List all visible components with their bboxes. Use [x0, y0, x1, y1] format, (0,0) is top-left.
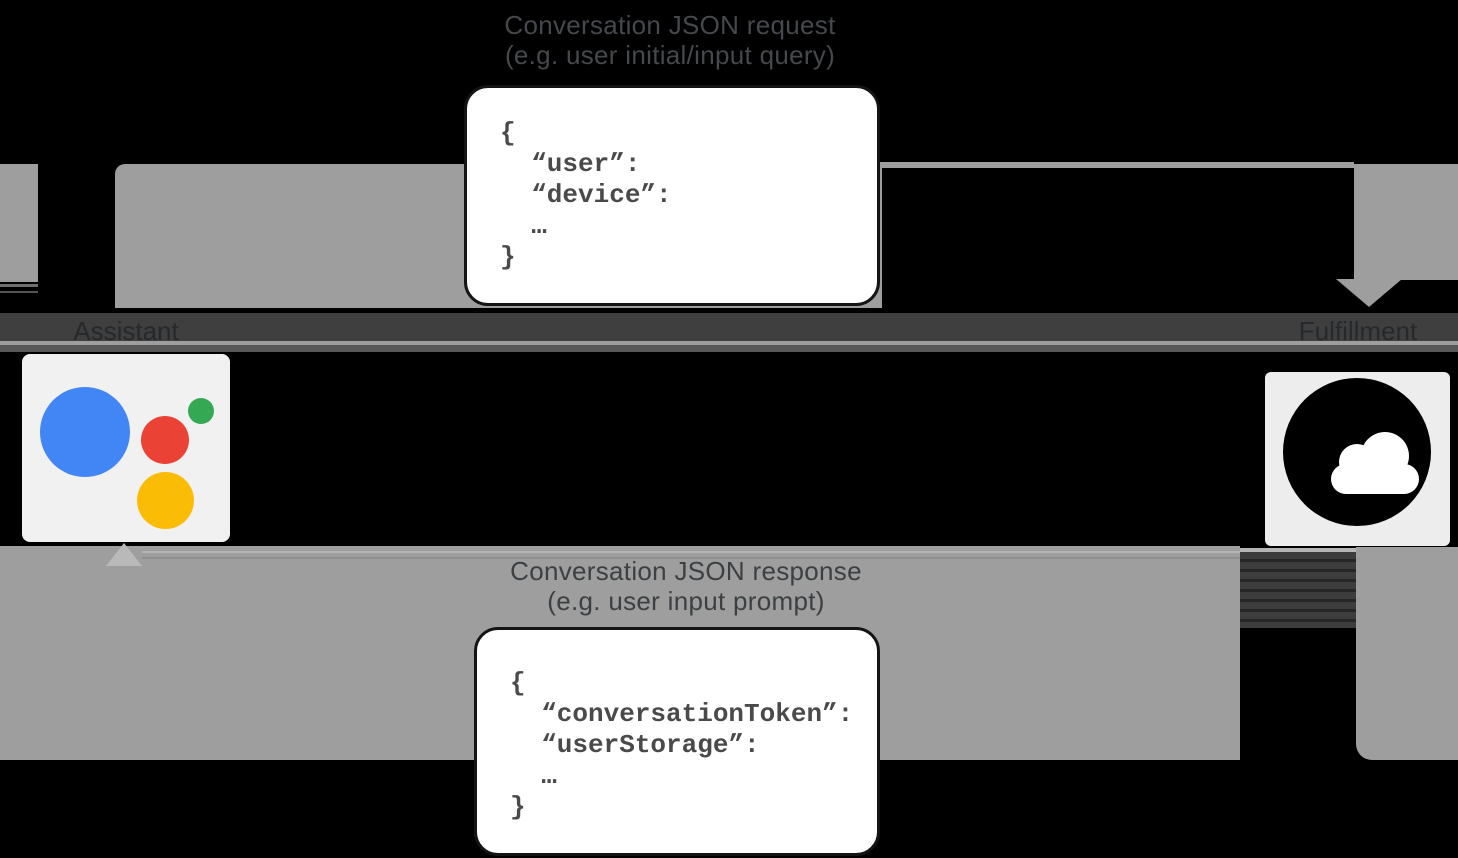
code-line: “device”:: [500, 180, 672, 210]
assistant-logo-green-circle: [188, 398, 214, 424]
middle-strip: [0, 313, 1458, 341]
request-arrow-tail-stripe: [0, 284, 38, 287]
response-json-card: { “conversationToken”: “userStorage”: …}: [474, 627, 880, 856]
code-line: }: [500, 242, 516, 272]
response-arrow-stripe: [142, 557, 1240, 559]
cloud-icon-part: [1331, 464, 1419, 494]
code-line: {: [510, 668, 526, 698]
request-arrow-tail: [0, 164, 38, 282]
assistant-label: Assistant: [73, 316, 179, 346]
code-line: “userStorage”:: [510, 730, 760, 760]
request-arrow-elbow: [1354, 164, 1458, 280]
assistant-logo-blue-circle: [40, 387, 130, 477]
request-title-line2: (e.g. user initial/input query): [504, 40, 836, 70]
request-title: Conversation JSON request (e.g. user ini…: [370, 10, 970, 70]
assistant-logo-red-circle: [141, 416, 189, 464]
code-line: {: [500, 118, 516, 148]
request-arrow-edge: [880, 162, 1354, 168]
fulfillment-logo: [1265, 372, 1450, 546]
middle-strip-line: [0, 341, 1458, 345]
response-arrow-stripe: [142, 551, 1240, 553]
assistant-logo-yellow-circle: [137, 472, 194, 529]
fulfillment-label: Fulfillment: [1298, 316, 1418, 346]
request-title-line1: Conversation JSON request: [504, 10, 836, 40]
response-title-line2: (e.g. user input prompt): [547, 586, 825, 616]
response-title: Conversation JSON response (e.g. user in…: [386, 556, 986, 616]
middle-strip-shade: [0, 345, 1458, 352]
request-json-card: { “user”: “device”: …}: [464, 85, 880, 306]
response-arrow-edge: [1240, 548, 1356, 552]
code-line: “conversationToken”:: [510, 699, 854, 729]
request-arrow-tail-stripe: [0, 291, 38, 293]
code-line: …: [510, 761, 557, 791]
cloud-icon: [1283, 378, 1431, 526]
response-arrowhead-up-icon: [106, 543, 142, 566]
code-line: …: [500, 211, 547, 241]
code-line: “user”:: [500, 149, 641, 179]
code-line: }: [510, 792, 526, 822]
response-arrow-elbow-shade: [1240, 552, 1356, 628]
response-title-line1: Conversation JSON response: [510, 556, 862, 586]
assistant-logo: [22, 354, 230, 542]
response-arrow-elbow: [1356, 547, 1458, 760]
request-arrowhead-down-icon: [1336, 279, 1402, 307]
